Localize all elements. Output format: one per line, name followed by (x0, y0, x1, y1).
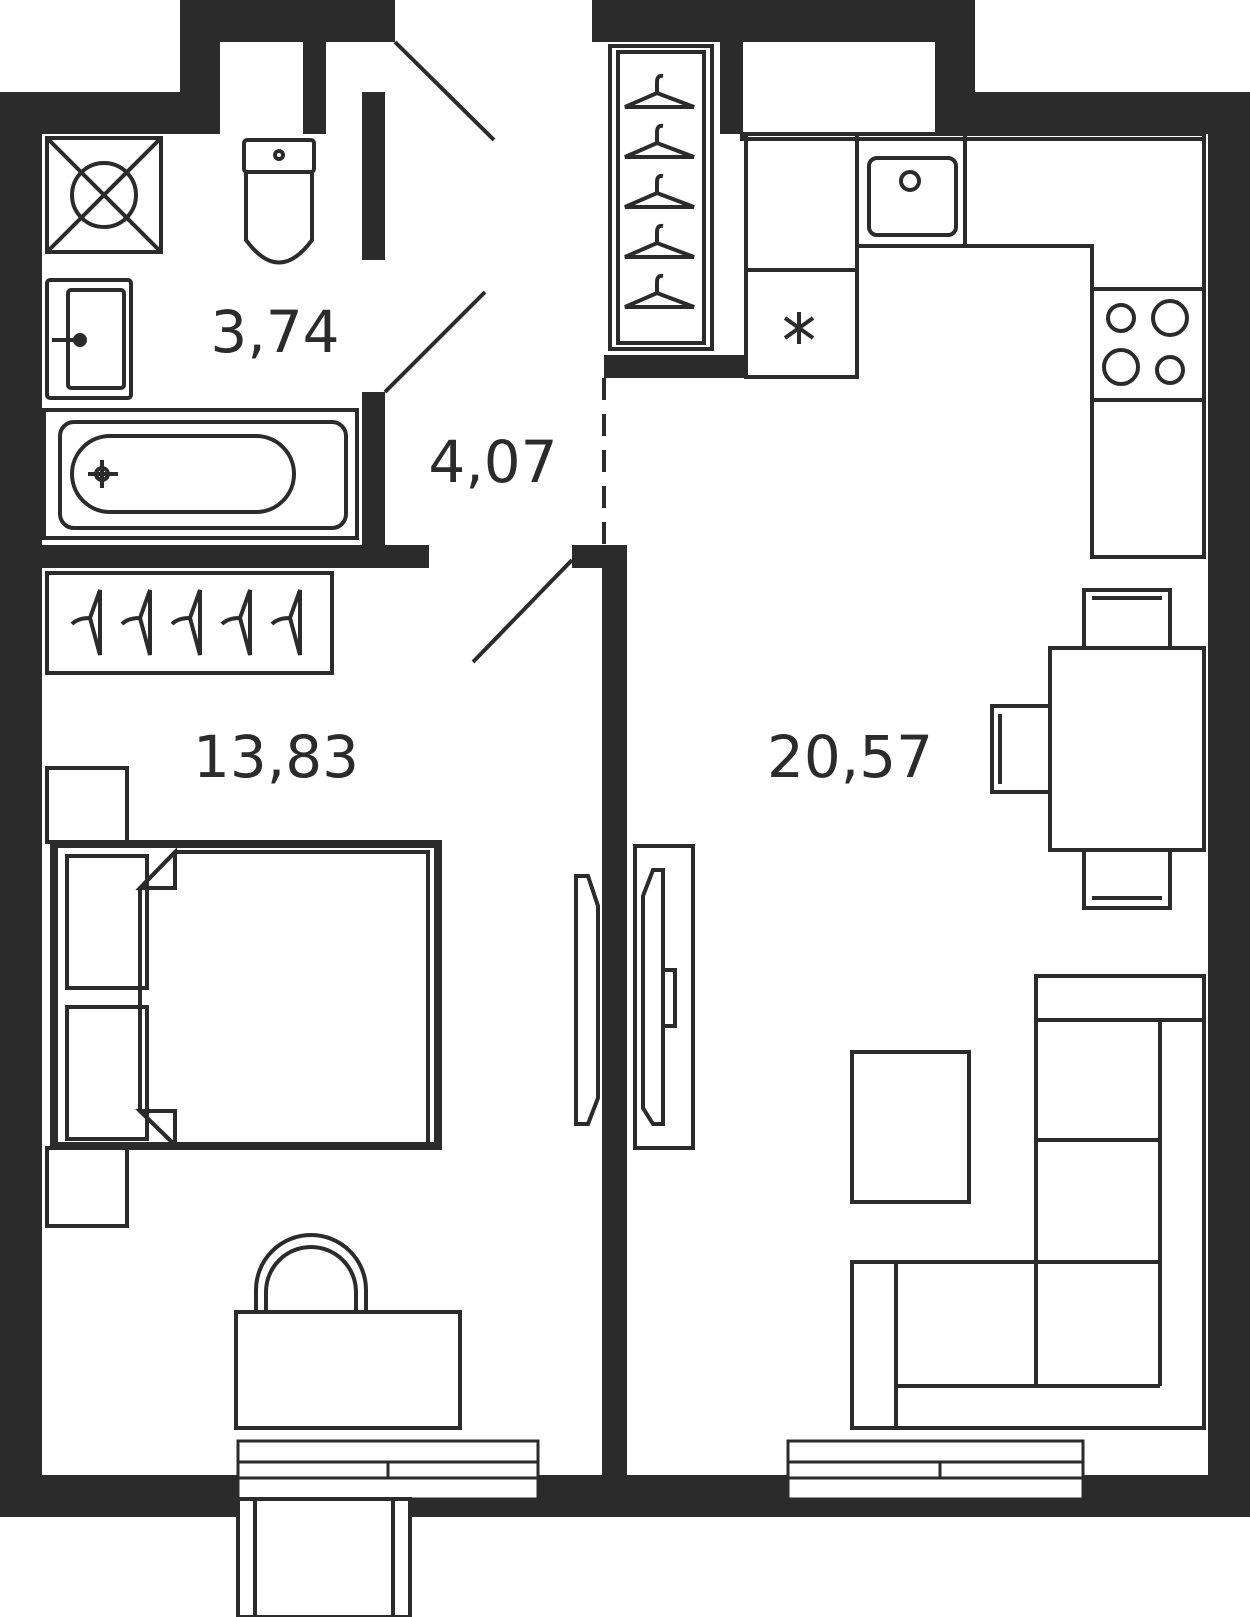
bath-wall-right-top (362, 92, 385, 260)
dining-chair (1082, 848, 1172, 910)
room-labels: 3,74 4,07 13,83 20,57 (193, 298, 933, 791)
area-label-kitchen-living: 20,57 (767, 723, 933, 791)
sink-icon (867, 156, 958, 237)
ventilation-icon (45, 136, 163, 254)
window-entry-left (220, 42, 300, 106)
window-entry-right (745, 42, 935, 106)
entry-wall-mid (303, 42, 326, 134)
bathtub-icon (42, 408, 359, 540)
entry-wall-left-post (180, 0, 220, 134)
dining-chair (1082, 588, 1172, 650)
door-entry (393, 40, 496, 142)
outer-wall-top-right-b (935, 92, 1250, 134)
entry-post-right (720, 42, 743, 134)
door-bedroom (471, 558, 574, 664)
dining-chair (990, 704, 1052, 794)
closet-bedroom (45, 571, 334, 675)
window-kitchen (786, 1439, 1085, 1501)
outer-wall-top-right-a (592, 0, 975, 42)
nightstand-top (45, 766, 129, 844)
tv-icon (574, 874, 600, 1126)
nightstand-bottom (45, 1146, 129, 1228)
area-label-bathroom: 3,74 (210, 298, 339, 366)
outer-wall-left (0, 92, 42, 1517)
coffee-table-icon (850, 1050, 971, 1204)
windows (220, 42, 1085, 1501)
partition-cap (572, 545, 627, 568)
balcony (236, 1497, 412, 1617)
hall-wall-closet (604, 355, 744, 378)
bath-wall-right-bottom (362, 392, 385, 568)
kitchen-counter (740, 132, 1206, 559)
area-label-bedroom: 13,83 (193, 723, 359, 791)
bed-icon (45, 766, 442, 1228)
pillow-top (65, 854, 149, 990)
partition-main (602, 545, 627, 1475)
stove-icon (1102, 299, 1189, 386)
fridge-icon (783, 312, 815, 344)
walls (0, 0, 1250, 1517)
bath-wall-bottom (42, 545, 429, 568)
tv-icon (633, 844, 695, 1150)
wardrobe-icon (608, 44, 714, 351)
area-label-hallway: 4,07 (428, 428, 557, 496)
dining-table-icon (990, 588, 1206, 910)
toilet-icon (242, 138, 316, 265)
washbasin-icon (45, 278, 133, 400)
doors (383, 40, 606, 664)
entry-wall-right-stub (372, 0, 395, 42)
sofa-icon (850, 974, 1206, 1430)
desk-icon (234, 1310, 462, 1430)
pillow-bottom (65, 1005, 149, 1141)
door-bathroom (383, 290, 487, 394)
hanger-icon (624, 73, 695, 309)
outer-wall-right (1208, 92, 1250, 1517)
chair-icon (254, 1233, 368, 1312)
